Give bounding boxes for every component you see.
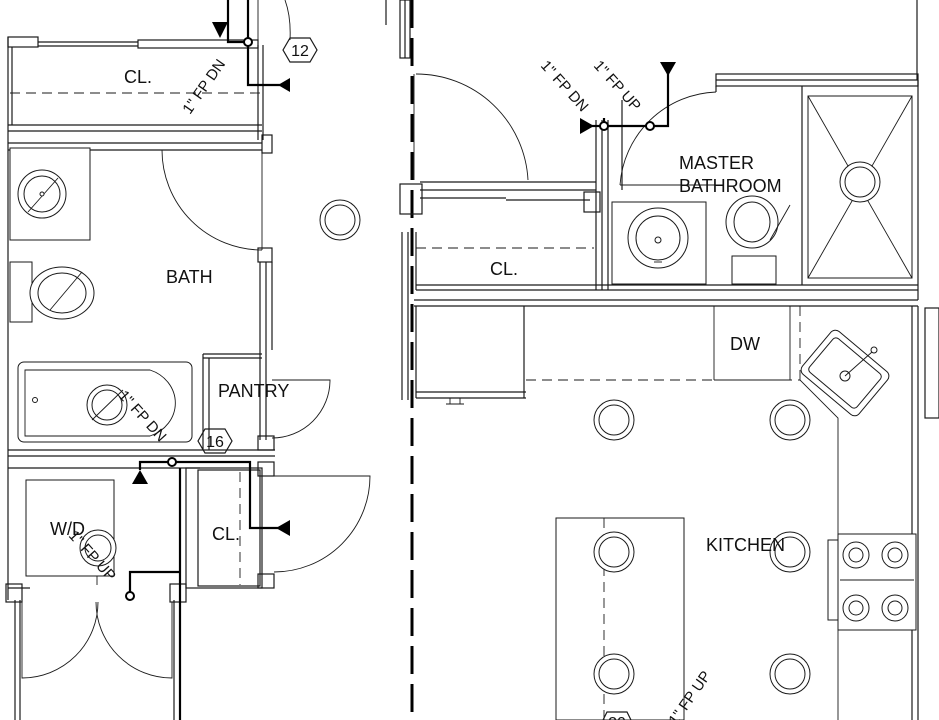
tag-16: 16 (197, 428, 233, 454)
room-label-dw: DW (730, 334, 760, 354)
room-label-master-2: BATHROOM (679, 176, 782, 196)
fire-piping (125, 0, 676, 720)
room-label-bath: BATH (166, 267, 213, 287)
left-door-swings (21, 0, 371, 679)
tag-bottom-text: 20 (608, 715, 626, 720)
left-fixtures (9, 147, 361, 577)
room-label-pantry: PANTRY (218, 381, 289, 401)
tag-16-text: 16 (206, 434, 224, 451)
room-label-wd: W/D (50, 519, 85, 539)
room-label-closet-lower: CL. (212, 524, 240, 544)
room-label-kitchen: KITCHEN (706, 535, 785, 555)
pipe-note-fp-dn-top-left: 1" FP DN (179, 56, 229, 117)
pipe-note-fp-up-master: 1" FP UP (590, 57, 644, 114)
kitchen-fixtures (593, 329, 917, 695)
pipe-note-fp-dn-master: 1" FP DN (537, 57, 592, 115)
room-label-closet-top: CL. (124, 67, 152, 87)
tag-bottom: 20 (602, 711, 632, 720)
tag-12: 12 (282, 37, 318, 63)
room-labels: CL. BATH PANTRY W/D CL. MASTER BATHROOM … (50, 67, 785, 555)
tag-12-text: 12 (291, 43, 309, 60)
room-label-closet-master: CL. (490, 259, 518, 279)
master-fixtures (611, 195, 791, 285)
room-label-master-1: MASTER (679, 153, 754, 173)
